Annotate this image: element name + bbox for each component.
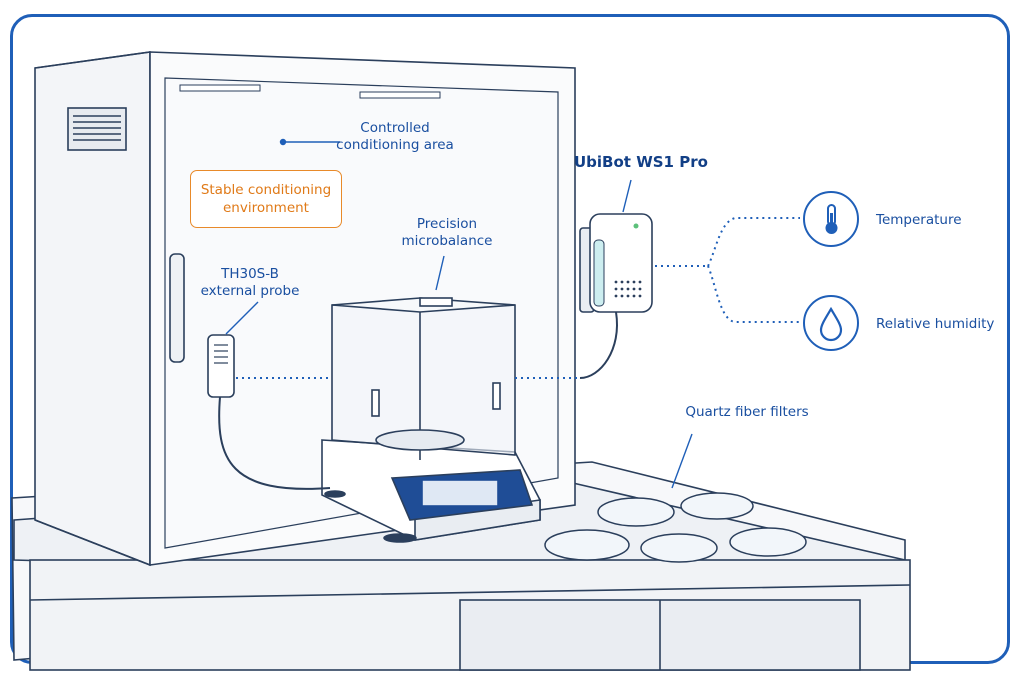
label-controlled-area: Controlled conditioning area xyxy=(336,120,454,153)
label-microbalance: Precision microbalance xyxy=(401,216,493,249)
label-quartz-filters: Quartz fiber filters xyxy=(685,404,809,420)
ubibot-device xyxy=(579,213,653,379)
microbalance xyxy=(321,297,541,543)
label-ubibot-device: UbiBot WS1 Pro xyxy=(574,153,708,171)
quartz-filters xyxy=(544,492,807,563)
water-drop-icon xyxy=(803,295,859,351)
label-temperature: Temperature xyxy=(876,212,962,228)
connector-lines xyxy=(236,217,800,379)
label-relative-humidity: Relative humidity xyxy=(876,316,995,332)
leader-lines xyxy=(225,138,693,489)
stable-environment-callout: Stable conditioning environment xyxy=(190,170,342,228)
external-probe xyxy=(207,334,331,490)
label-external-probe: TH30S-B external probe xyxy=(200,266,300,299)
thermometer-icon xyxy=(803,191,859,247)
